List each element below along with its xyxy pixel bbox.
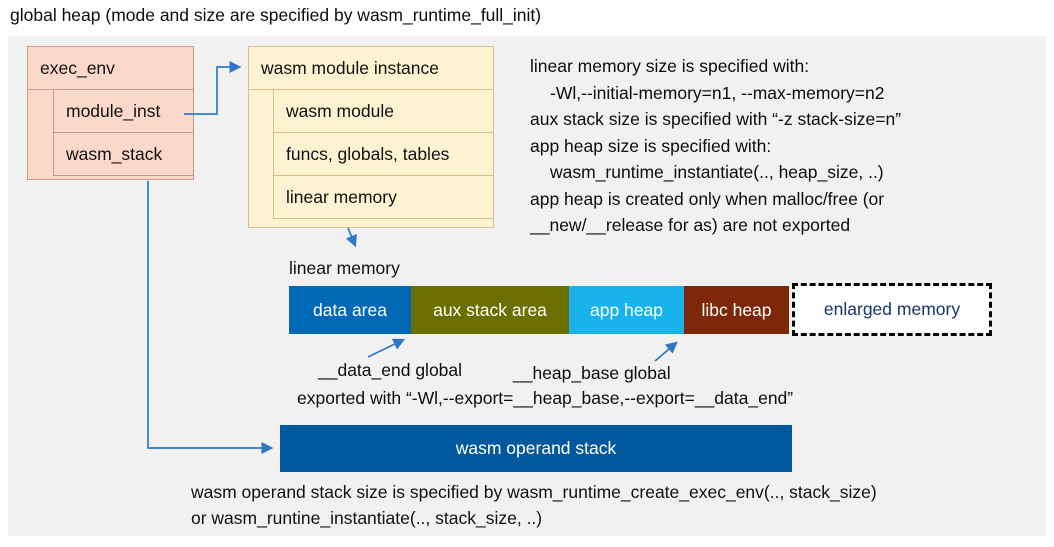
segment-libc-heap: libc heap	[684, 286, 789, 334]
linear-memory-label: linear memory	[289, 258, 400, 278]
segment-enlarged-memory: enlarged memory	[792, 283, 992, 336]
module-instance-header: wasm module instance	[249, 47, 493, 90]
note-line: -Wl,--initial-memory=n1, --max-memory=n2	[550, 82, 885, 103]
note-line: linear memory size is specified with:	[530, 56, 810, 76]
data-end-global-label: __data_end global	[318, 360, 463, 380]
segment-data-area: data area	[289, 286, 411, 334]
exec-env-row-module-inst: module_inst	[53, 89, 194, 133]
segment-aux-stack-area: aux stack area	[411, 286, 569, 334]
note-line: or wasm_runtine_instantiate(.., stack_si…	[191, 507, 543, 528]
note-line: app heap is created only when malloc/fre…	[530, 188, 885, 209]
module-instance-row-linear-memory: linear memory	[273, 175, 494, 219]
module-instance-row-funcs-globals-tables: funcs, globals, tables	[273, 132, 494, 176]
note-line: __new/__release for as) are not exported	[530, 215, 851, 235]
exec-env-header: exec_env	[28, 47, 193, 90]
page-title: global heap (mode and size are specified…	[10, 5, 542, 25]
memory-size-notes: linear memory size is specified with: -W…	[530, 53, 901, 239]
note-line: app heap size is specified with:	[530, 135, 772, 156]
segment-app-heap: app heap	[569, 286, 684, 334]
exec-env-row-wasm-stack: wasm_stack	[53, 132, 194, 176]
note-line: aux stack size is specified with “-z sta…	[530, 109, 902, 129]
note-line: wasm_runtime_instantiate(.., heap_size, …	[550, 162, 884, 182]
exported-with-label: exported with “-Wl,--export=__heap_base,…	[297, 388, 794, 408]
module-instance-row-wasm-module: wasm module	[273, 89, 494, 133]
heap-base-global-label: __heap_base global	[513, 363, 671, 383]
operand-stack-notes: wasm operand stack size is specified by …	[191, 480, 877, 531]
note-line: wasm operand stack size is specified by …	[191, 482, 877, 502]
wasm-operand-stack-bar: wasm operand stack	[280, 425, 792, 472]
